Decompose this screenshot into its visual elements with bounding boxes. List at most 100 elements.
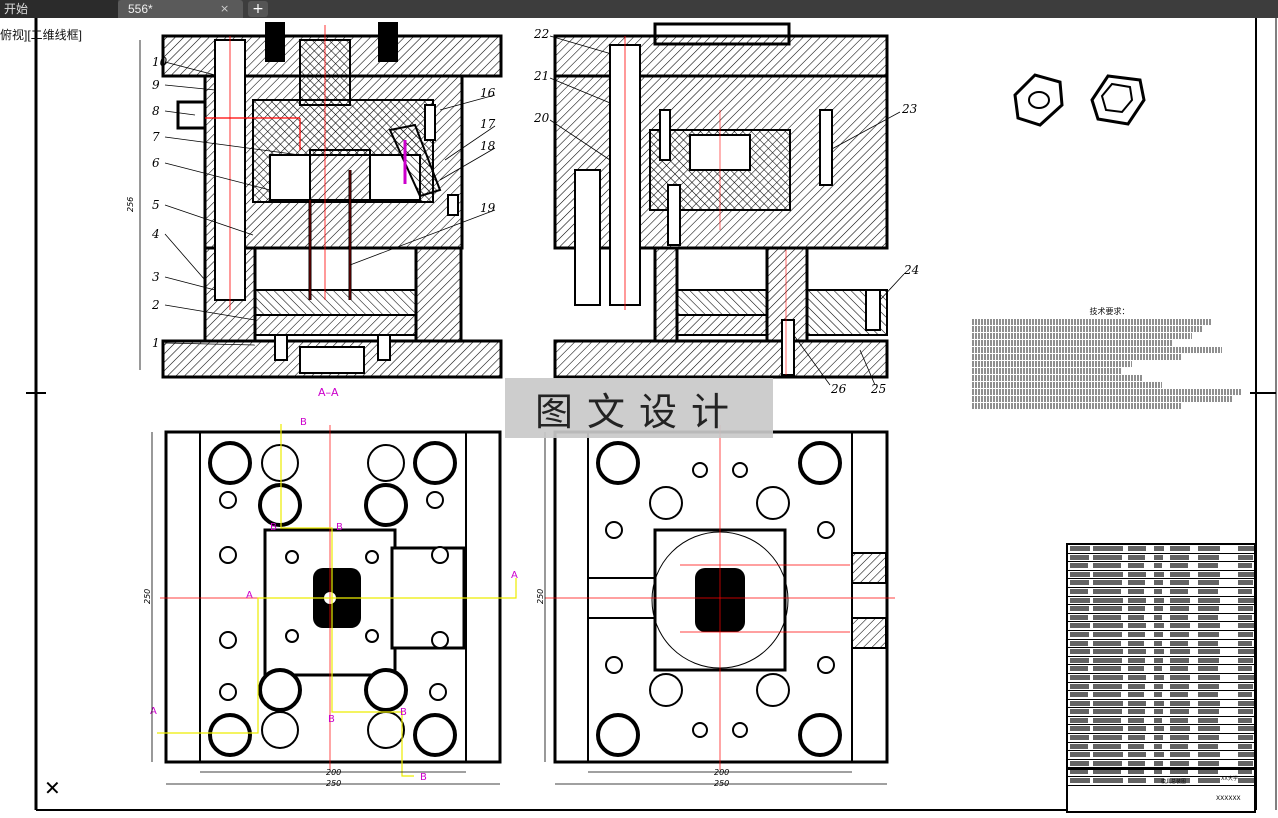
- drawing-code: XXXXXX: [1216, 795, 1241, 802]
- part-number: 3: [152, 270, 160, 284]
- bom-cell: [1070, 743, 1088, 749]
- bom-cell: [1093, 640, 1121, 646]
- bom-cell: [1170, 580, 1189, 586]
- bom-cell: [1238, 769, 1252, 775]
- bom-cell: [1170, 623, 1190, 629]
- bom-cell: [1198, 657, 1219, 663]
- bom-cell: [1238, 735, 1253, 741]
- add-tab-button[interactable]: +: [248, 1, 268, 17]
- bom-row: [1068, 631, 1254, 640]
- bom-cell: [1128, 726, 1146, 732]
- bom-cell: [1154, 571, 1164, 577]
- bom-cell: [1128, 700, 1146, 706]
- bom-cell: [1093, 726, 1123, 732]
- part-number: 26: [830, 382, 847, 396]
- bom-cell: [1070, 546, 1090, 551]
- bom-cell: [1170, 606, 1189, 612]
- bom-cell: [1170, 631, 1189, 637]
- bom-cell: [1093, 614, 1121, 620]
- bom-cell: [1128, 580, 1145, 586]
- bom-cell: [1238, 760, 1253, 766]
- section-view-left: 256 A–A: [126, 22, 503, 399]
- dimension-width-200: 200: [326, 768, 341, 777]
- bom-row: [1068, 562, 1254, 571]
- cut-marker-b: B: [328, 714, 335, 725]
- bom-row: [1068, 588, 1254, 597]
- bom-cell: [1170, 760, 1189, 766]
- bom-cell: [1170, 683, 1189, 689]
- bom-cell: [1128, 769, 1144, 775]
- bom-cell: [1154, 666, 1162, 672]
- drawing-frame: [26, 18, 1277, 811]
- bom-row: [1068, 683, 1254, 692]
- cut-marker-b: B: [300, 417, 307, 428]
- part-number: 6: [152, 156, 160, 170]
- bom-cell: [1198, 623, 1220, 629]
- bom-cell: [1154, 743, 1162, 749]
- part-number: 1: [152, 336, 160, 350]
- bom-cell: [1093, 554, 1122, 560]
- bom-row: [1068, 777, 1254, 786]
- bom-cell: [1093, 631, 1122, 637]
- bom-row: [1068, 665, 1254, 674]
- bom-cell: [1070, 554, 1089, 560]
- dimension-width-250: 250: [326, 779, 341, 788]
- bom-cell: [1093, 735, 1122, 741]
- bom-cell: [1170, 571, 1190, 577]
- bom-cell: [1128, 563, 1144, 569]
- viewport-label[interactable]: 俯视][二维线框]: [0, 28, 83, 42]
- title-block: 模具总装图 XX大学 XXXXXX: [1066, 768, 1256, 815]
- bom-cell: [1093, 571, 1123, 577]
- bom-cell: [1238, 649, 1254, 655]
- bom-cell: [1070, 563, 1088, 569]
- bom-cell: [1093, 769, 1121, 775]
- bom-cell: [1128, 546, 1146, 551]
- bom-cell: [1128, 631, 1145, 637]
- bom-cell: [1238, 571, 1254, 577]
- bom-cell: [1070, 674, 1090, 680]
- bom-cell: [1128, 554, 1145, 560]
- part-number: 24: [903, 263, 919, 277]
- bom-cell: [1128, 614, 1144, 620]
- bom-cell: [1238, 640, 1252, 646]
- bom-cell: [1128, 571, 1146, 577]
- bom-cell: [1093, 683, 1122, 689]
- bom-cell: [1238, 743, 1252, 749]
- bom-row: [1068, 734, 1254, 743]
- bom-cell: [1070, 606, 1089, 612]
- bom-cell: [1070, 778, 1090, 784]
- bom-cell: [1154, 752, 1164, 758]
- cad-drawing[interactable]: 256 A–A 1 2 3 4 5 6 7 8 9 10 16 17 18 19…: [0, 18, 1278, 818]
- bom-cell: [1170, 674, 1190, 680]
- bom-cell: [1093, 743, 1121, 749]
- bom-row: [1068, 605, 1254, 614]
- bom-cell: [1128, 674, 1146, 680]
- school-name: XX大学: [1221, 776, 1238, 782]
- bom-cell: [1128, 709, 1145, 715]
- bom-row: [1068, 717, 1254, 726]
- tech-line: [972, 319, 1212, 325]
- plan-view-right: 200 250 250: [536, 425, 895, 788]
- bom-cell: [1198, 700, 1220, 706]
- part-number: 17: [480, 117, 496, 131]
- isometric-views: [1013, 73, 1146, 127]
- watermark-text: 图文设计: [534, 389, 743, 434]
- bom-cell: [1070, 657, 1089, 663]
- tab-start[interactable]: 开始: [0, 0, 118, 18]
- cut-marker-b: B: [420, 772, 427, 783]
- dimension-height-250: 250: [143, 589, 152, 604]
- bom-cell: [1170, 666, 1188, 672]
- bom-cell: [1238, 614, 1252, 620]
- bom-cell: [1128, 717, 1144, 723]
- bom-cell: [1238, 606, 1253, 612]
- bom-cell: [1128, 743, 1144, 749]
- tab-556[interactable]: 556*: [118, 0, 243, 18]
- bom-cell: [1154, 588, 1162, 594]
- bom-cell: [1093, 760, 1122, 766]
- bom-cell: [1198, 631, 1219, 637]
- bom-cell: [1093, 649, 1123, 655]
- close-icon[interactable]: ×: [220, 2, 230, 15]
- bom-cell: [1170, 614, 1188, 620]
- bom-row: [1068, 768, 1254, 778]
- bom-cell: [1238, 674, 1254, 680]
